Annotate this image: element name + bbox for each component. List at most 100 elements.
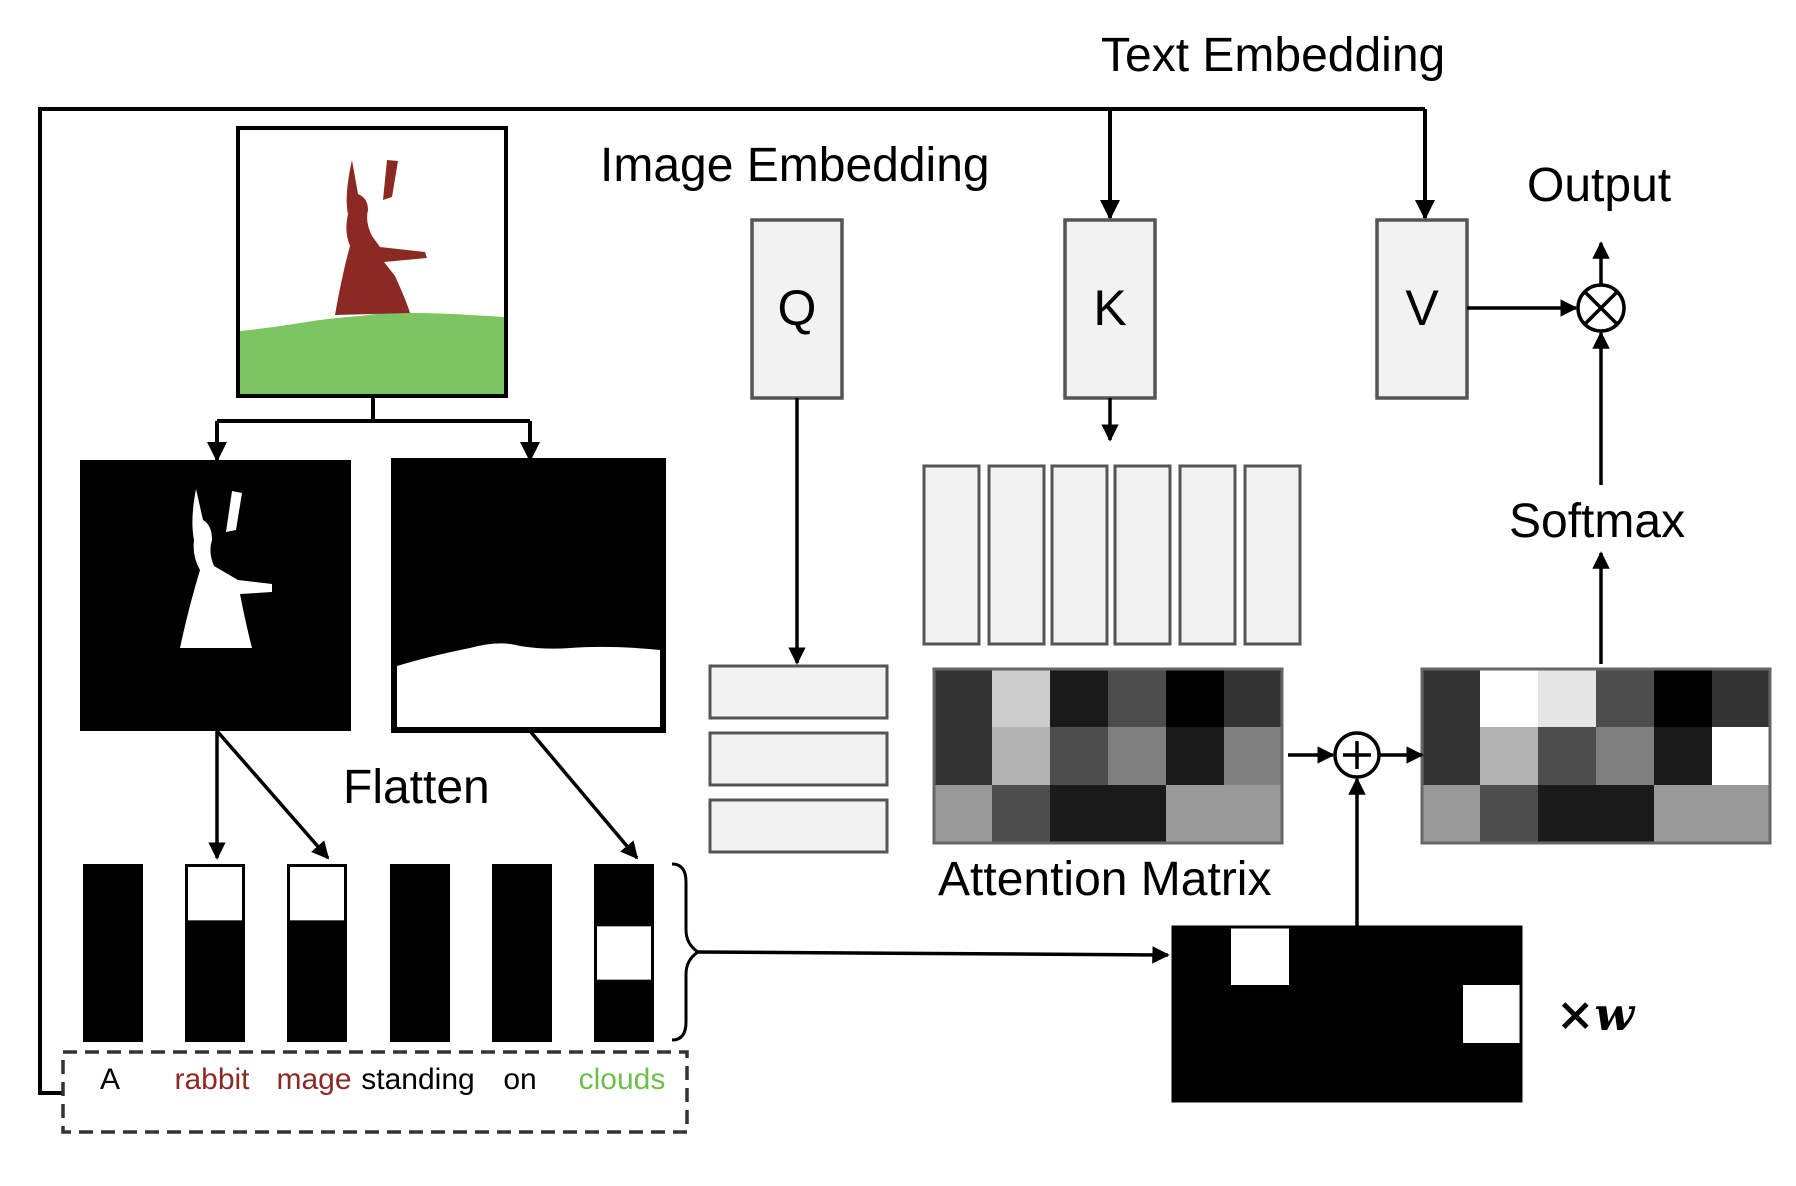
flatten-arrows: [208, 729, 639, 860]
brace-to-mask-arrow: [697, 946, 1170, 964]
matrix-cell: [1654, 669, 1712, 727]
softmax-matrix: [1420, 667, 1772, 845]
matrix-cell: [1405, 927, 1463, 985]
token-word: rabbit: [174, 1063, 250, 1096]
matrix-cell: [1173, 927, 1231, 985]
matrix-cell: [1712, 785, 1770, 843]
matrix-cell: [1050, 727, 1108, 785]
key-columns: [922, 464, 1302, 646]
k-box: K: [1063, 218, 1157, 400]
token-text-box: [61, 1050, 689, 1134]
matrix-cell: [1224, 669, 1282, 727]
clouds-mask-image: [391, 458, 666, 733]
matrix-cell: [1480, 785, 1538, 843]
token-column: [390, 864, 450, 1042]
matrix-cell: [1224, 785, 1282, 843]
clouds-mask-shape: [397, 643, 660, 727]
matrix-cell: [1166, 785, 1224, 843]
matrix-cell: [1231, 927, 1289, 985]
matrix-cell: [1173, 985, 1231, 1043]
matrix-cell: [1596, 669, 1654, 727]
output-label: Output: [1527, 159, 1671, 212]
token-column-highlight: [185, 864, 245, 924]
text-embedding-connectors: [38, 107, 1435, 1095]
matrix-cell: [1347, 927, 1405, 985]
matrix-cell: [1224, 727, 1282, 785]
matrix-cell: [1422, 785, 1480, 843]
matrix-cell: [1654, 727, 1712, 785]
input-image: [236, 126, 508, 398]
matrix-cell: [1166, 669, 1224, 727]
matrix-cell: [1108, 785, 1166, 843]
matrix-cell: [992, 785, 1050, 843]
matrix-cell: [1538, 727, 1596, 785]
matrix-cell: [1289, 927, 1347, 985]
matrix-cell: [992, 669, 1050, 727]
matrix-cell: [1712, 669, 1770, 727]
flattened-token-columns: [83, 864, 654, 1042]
matrix-cell: [934, 669, 992, 727]
weight-label: ×w: [1556, 987, 1636, 1041]
text-embedding-label: Text Embedding: [1101, 29, 1445, 82]
attention-matrix-label: Attention Matrix: [938, 853, 1271, 906]
multiply-operator: [1576, 283, 1626, 333]
matrix-cell: [1050, 785, 1108, 843]
key-column: [1050, 464, 1109, 646]
matrix-cell: [1231, 985, 1289, 1043]
matrix-cell: [1480, 669, 1538, 727]
matrix-cell: [992, 727, 1050, 785]
token-column: [492, 864, 552, 1042]
image-embedding-label: Image Embedding: [600, 139, 990, 192]
matrix-cell: [1463, 985, 1521, 1043]
query-row: [708, 798, 889, 854]
image-split-connector: [207, 396, 540, 462]
matrix-cell: [1108, 727, 1166, 785]
query-row: [708, 664, 889, 720]
matrix-cell: [1480, 727, 1538, 785]
rabbit-silhouette: [335, 160, 427, 315]
token-word: clouds: [579, 1063, 666, 1096]
key-column: [922, 464, 981, 646]
q-box-label: Q: [778, 280, 817, 336]
token-word: on: [503, 1063, 536, 1096]
matrix-cell: [1173, 1043, 1231, 1101]
matrix-cell: [1463, 1043, 1521, 1101]
attention-matrix: [932, 667, 1284, 845]
k-box-label: K: [1093, 280, 1126, 336]
mask-matrix: [1171, 925, 1523, 1103]
matrix-border: [1171, 925, 1523, 1103]
key-column: [1243, 464, 1302, 646]
matrix-cell: [1712, 727, 1770, 785]
v-box-label: V: [1405, 280, 1439, 336]
query-rows: [708, 664, 889, 854]
matrix-cell: [1108, 669, 1166, 727]
query-row: [708, 731, 889, 787]
v-box: V: [1375, 218, 1469, 400]
plus-operator: [1333, 731, 1381, 779]
text-feedback-line: [38, 107, 1425, 1095]
matrix-cell: [1596, 785, 1654, 843]
key-column: [1113, 464, 1172, 646]
token-column: [83, 864, 143, 1042]
token-word: mage: [276, 1063, 351, 1096]
matrix-cell: [1289, 985, 1347, 1043]
matrix-cell: [1050, 669, 1108, 727]
matrix-cell: [934, 727, 992, 785]
key-column: [987, 464, 1046, 646]
matrix-border: [932, 667, 1284, 845]
grass-region: [240, 312, 504, 394]
matrix-cell: [1463, 927, 1521, 985]
matrix-cell: [1538, 785, 1596, 843]
matrix-cell: [1405, 985, 1463, 1043]
matrix-cell: [1231, 1043, 1289, 1101]
flow-arrows: [1288, 241, 1610, 927]
softmax-label: Softmax: [1509, 495, 1685, 548]
token-word: standing: [361, 1063, 474, 1096]
rabbit-mask-shape: [180, 489, 272, 648]
token-word: A: [100, 1063, 120, 1096]
matrix-cell: [1422, 669, 1480, 727]
matrix-cell: [1166, 727, 1224, 785]
matrix-cell: [1289, 1043, 1347, 1101]
